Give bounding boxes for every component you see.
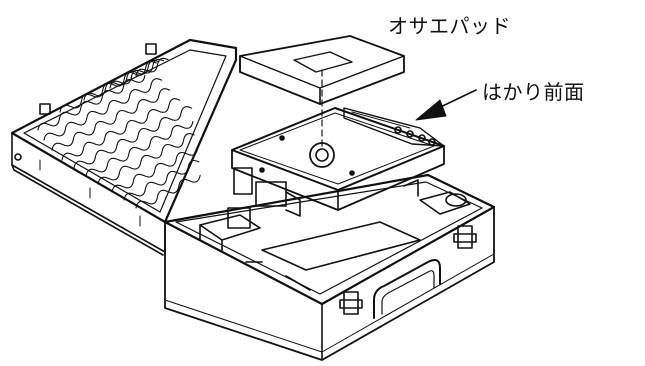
scale-front-label: はかり前面 [482, 80, 585, 104]
latch-left [339, 291, 363, 315]
carry-handle [373, 259, 441, 319]
front-arrow [415, 89, 477, 121]
case-base [163, 173, 496, 361]
latch-right [453, 225, 477, 249]
case-lid [10, 38, 238, 256]
holding-pad [239, 35, 405, 105]
foam-pattern [37, 57, 201, 209]
pad-label: オサエパッド [388, 14, 511, 38]
scale-unit [231, 107, 445, 217]
